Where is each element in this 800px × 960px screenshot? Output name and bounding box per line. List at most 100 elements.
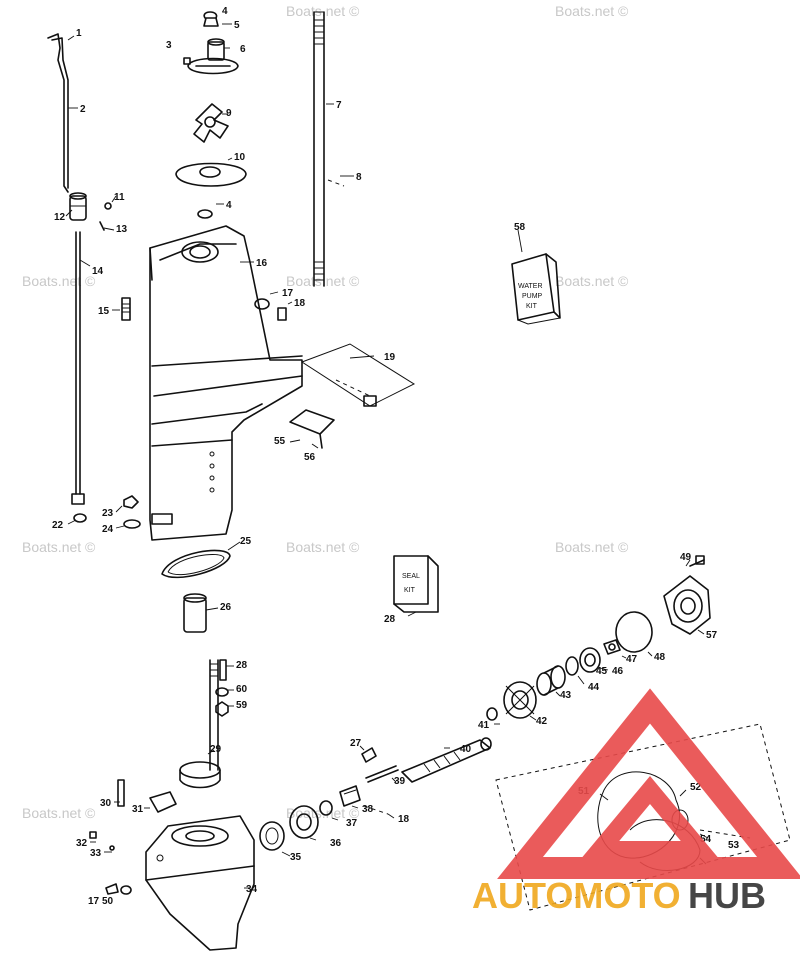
callout-label: 49 [680, 552, 692, 563]
callout-label: 26 [220, 602, 232, 613]
callout-label: 17 [282, 288, 294, 299]
lower-shift-rod [71, 231, 87, 523]
watermark-text: Boats.net © [286, 3, 360, 19]
washer-44 [565, 656, 579, 676]
lower-gear-housing [145, 815, 255, 951]
callout-label: 53 [728, 840, 740, 851]
callout-label: 9 [226, 108, 232, 119]
screws-31-32 [89, 831, 115, 851]
callout-label: 24 [102, 524, 114, 535]
upper-shift-rod [47, 33, 69, 193]
water-pump-stack [175, 11, 247, 219]
water-pump-kit-text: PUMP [522, 293, 543, 300]
water-pump-kit-text: WATER [518, 283, 543, 290]
screws-18-17 [105, 883, 132, 895]
callout-label: 36 [330, 838, 342, 849]
callout-label: 39 [394, 776, 406, 787]
callout-label: 47 [626, 654, 638, 665]
logo-text-hub: HUB [688, 875, 766, 916]
callout-label: 50 [102, 896, 114, 907]
callout-label: 43 [560, 690, 572, 701]
watermark-text: Boats.net © [555, 539, 629, 555]
callout-label: 17 [88, 896, 100, 907]
logo-triangle-icon [497, 688, 800, 879]
watermark-text: Boats.net © [286, 539, 360, 555]
callout-label: 57 [706, 630, 718, 641]
watermark-text: Boats.net © [22, 273, 96, 289]
callout-label: 10 [234, 152, 246, 163]
callout-label: 8 [356, 172, 362, 183]
callout-label: 28 [384, 614, 396, 625]
callout-label: 34 [246, 884, 258, 895]
callout-label: 60 [236, 684, 248, 695]
callout-label: 35 [290, 852, 302, 863]
lower-driveshaft-parts [179, 593, 229, 789]
callout-numbers: 1 2 3 4 5 6 7 8 9 10 4 11 12 13 14 15 16… [52, 6, 740, 907]
seal-34-inner [265, 827, 279, 845]
watermark-text: Boats.net © [22, 805, 96, 821]
callout-label: 15 [98, 306, 110, 317]
callout-label: 48 [654, 652, 666, 663]
callout-label: 6 [240, 44, 246, 55]
bolt-15 [121, 297, 131, 321]
callout-label: 11 [114, 192, 125, 203]
callout-label: 37 [346, 818, 358, 829]
propeller-shaft [401, 737, 492, 783]
callout-label: 4 [222, 6, 228, 17]
bearing-carrier [663, 555, 711, 635]
gasket-25 [161, 549, 231, 579]
shift-coupler [69, 192, 112, 231]
callout-label: 19 [384, 352, 396, 363]
callout-label: 46 [612, 666, 624, 677]
callout-label: 45 [596, 666, 608, 677]
callout-label: 2 [80, 104, 86, 115]
automotohub-logo: AUTOMOTO HUB [472, 688, 800, 916]
pinion-gear-35 [289, 805, 319, 839]
clutch-37 [339, 785, 361, 807]
water-pump-kit-box: WATER PUMP KIT [511, 253, 561, 325]
gearcase-housing [149, 225, 303, 541]
anode-55 [289, 409, 335, 449]
callout-label: 18 [398, 814, 410, 825]
seal-34 [259, 821, 285, 851]
washer-screw-17-18 [254, 298, 287, 321]
callout-label: 7 [336, 100, 342, 111]
driveshaft [313, 11, 345, 287]
callout-label: 54 [700, 834, 712, 845]
watermark-text: Boats.net © [286, 805, 360, 821]
callout-label: 25 [240, 536, 252, 547]
seal-kit-text: KIT [404, 587, 416, 594]
callout-label: 56 [304, 452, 316, 463]
callout-label: 40 [460, 744, 472, 755]
washer-36 [319, 800, 333, 816]
callout-label: 33 [90, 848, 102, 859]
seal-kit-text: SEAL [402, 573, 420, 580]
water-pump-kit-text: KIT [526, 303, 538, 310]
watermarks: Boats.net © Boats.net © Boats.net © Boat… [22, 3, 629, 821]
watermark-text: Boats.net © [22, 539, 96, 555]
callout-label: 55 [274, 436, 286, 447]
reverse-gear [503, 681, 537, 719]
shift-cam-parts [361, 747, 399, 783]
watermark-text: Boats.net © [555, 273, 629, 289]
callout-label: 29 [210, 744, 222, 755]
callout-label: 44 [588, 682, 600, 693]
o-ring-47 [615, 611, 653, 653]
leader-lines [65, 23, 709, 889]
callout-label: 22 [52, 520, 64, 531]
seal-kit-box: SEAL KIT [393, 555, 439, 613]
callout-label: 58 [514, 222, 526, 233]
callout-label: 41 [478, 720, 490, 731]
bearing-43 [536, 665, 566, 696]
logo-text-automoto: AUTOMOTO [472, 875, 681, 916]
callout-label: 52 [690, 782, 702, 793]
callout-label: 59 [236, 700, 248, 711]
callout-label: 30 [100, 798, 112, 809]
callout-label: 27 [350, 738, 362, 749]
callout-label: 31 [132, 804, 144, 815]
washer-41 [486, 707, 498, 721]
callout-label: 4 [226, 200, 232, 211]
watermark-text: Boats.net © [286, 273, 360, 289]
callout-label: 16 [256, 258, 268, 269]
